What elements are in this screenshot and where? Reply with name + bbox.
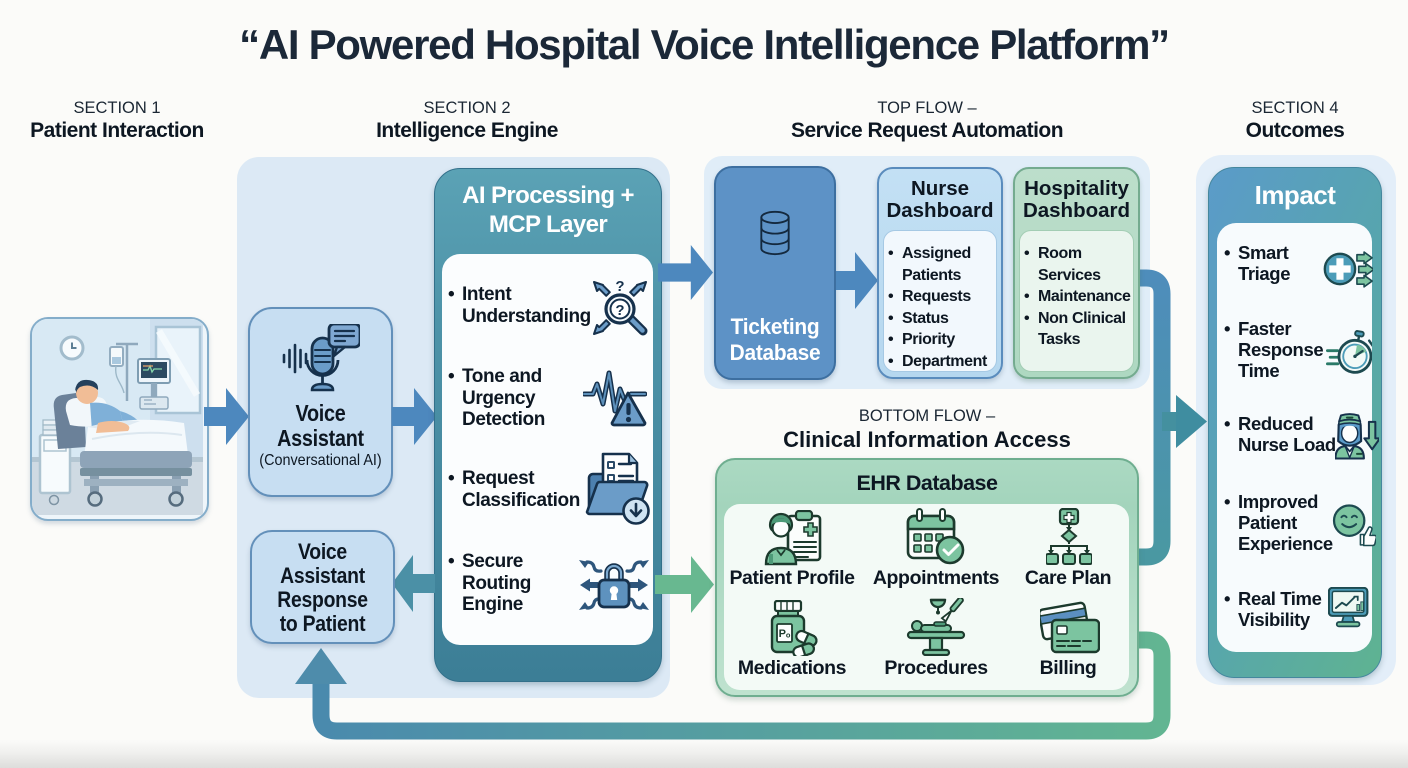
svg-text:?: ? [615,278,624,295]
svg-text:?: ? [615,302,624,319]
svg-text:Pₒ: Pₒ [779,628,791,640]
